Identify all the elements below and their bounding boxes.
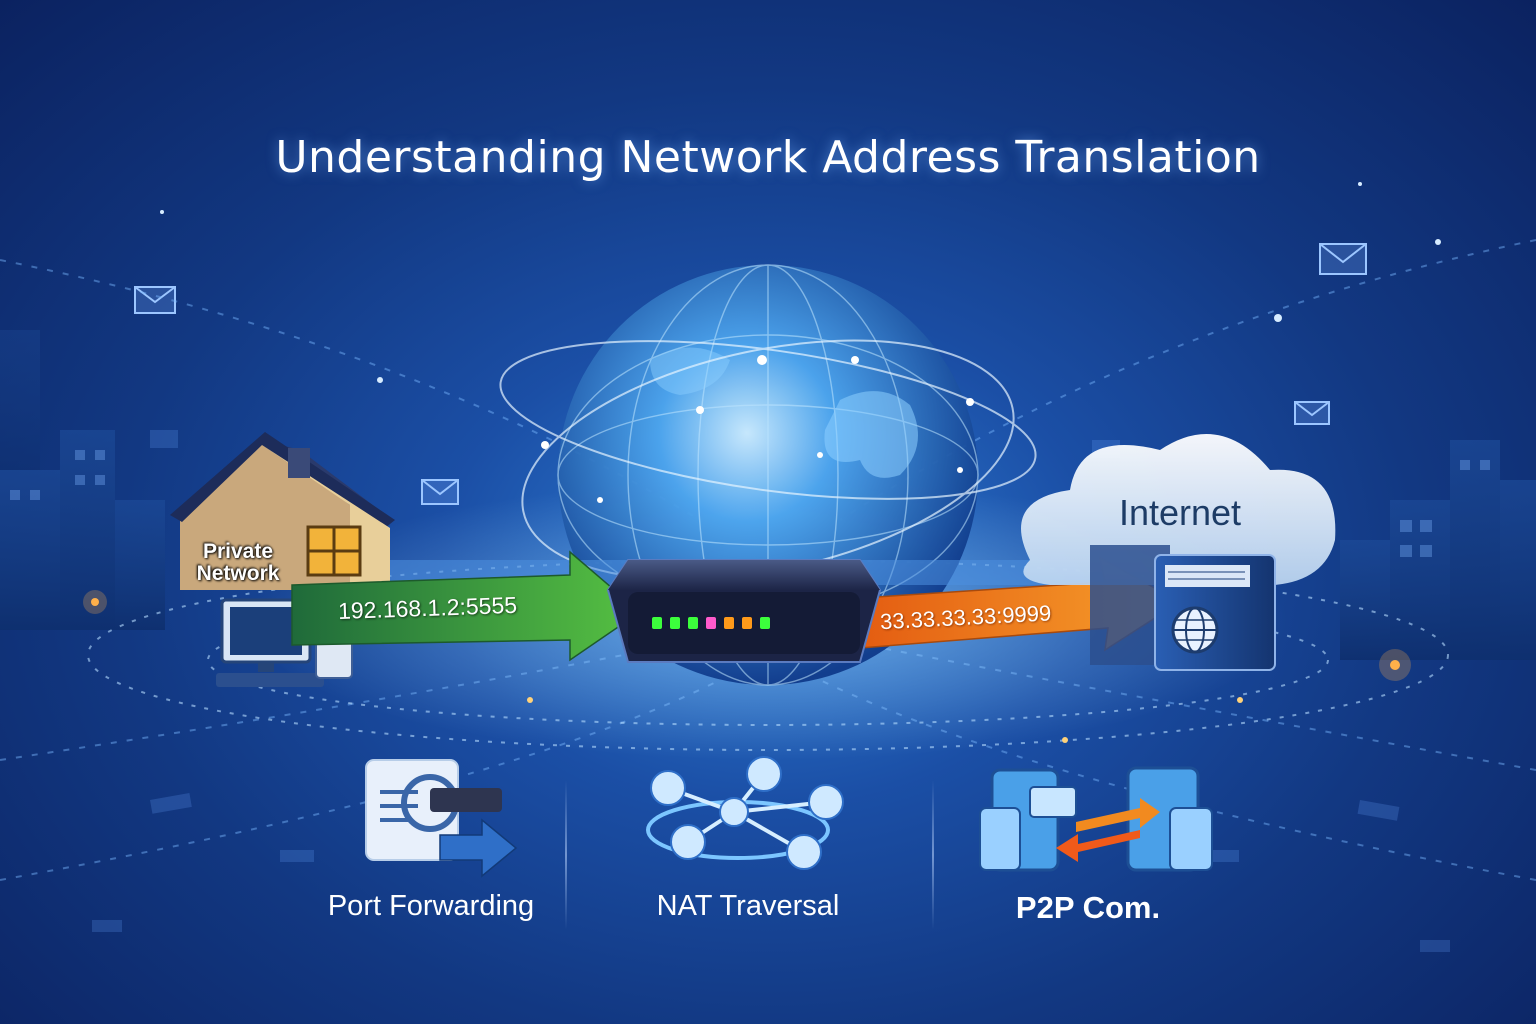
computer-icon xyxy=(216,598,353,687)
edge-private-to-router-arrow xyxy=(291,550,642,662)
mail-icon xyxy=(134,243,1367,505)
data-tiles xyxy=(92,430,1450,952)
router-led xyxy=(706,617,716,629)
feature-divider xyxy=(565,780,567,930)
router-icon xyxy=(606,559,882,663)
private-network-label: Private Network xyxy=(196,540,280,585)
feature-port-forwarding-label: Port Forwarding xyxy=(327,890,535,922)
building-windows xyxy=(10,450,1490,557)
router-led xyxy=(688,617,698,629)
skyline-left xyxy=(0,330,165,630)
internet-label: Internet xyxy=(1118,492,1242,533)
port-forwarding-icon xyxy=(365,759,518,878)
feature-nat-traversal-label: NAT Traversal xyxy=(656,890,840,922)
feature-p2p-label: P2P Com. xyxy=(1015,890,1161,925)
skyline-right xyxy=(1340,440,1536,660)
p2p-devices-icon xyxy=(979,766,1213,872)
feature-divider xyxy=(932,780,934,930)
page-title: Understanding Network Address Translatio… xyxy=(275,132,1261,183)
server-icon xyxy=(1090,545,1276,671)
router-led xyxy=(652,617,662,629)
router-led xyxy=(742,617,752,629)
router-led xyxy=(670,617,680,629)
sparkles xyxy=(83,182,1441,743)
house-icon xyxy=(170,432,395,600)
router-led xyxy=(760,617,770,629)
router-led xyxy=(724,617,734,629)
network-nodes-icon xyxy=(646,756,844,870)
